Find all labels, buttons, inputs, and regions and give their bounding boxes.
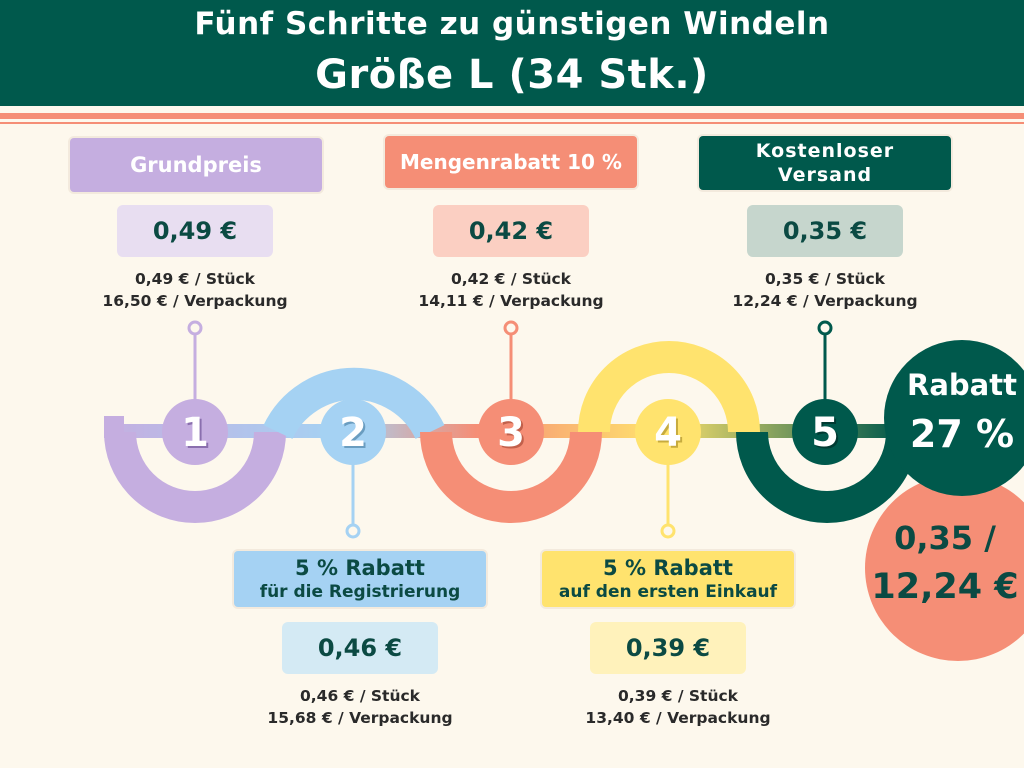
step-3-per-piece: 0,42 € / Stück: [451, 270, 571, 288]
step-1-details: 0,49 € / Stück 16,50 € / Verpackung: [80, 268, 310, 312]
step-2-details: 0,46 € / Stück 15,68 € / Verpackung: [240, 685, 480, 729]
step-number-3: 3: [497, 410, 525, 456]
step-2-label-line1: 5 % Rabatt: [295, 556, 425, 580]
step-2-label-line2: für die Registrierung: [259, 582, 461, 602]
discount-label: Rabatt: [907, 368, 1017, 402]
arc-3: [420, 431, 602, 523]
step-4-label-line2: auf den ersten Einkauf: [558, 582, 778, 602]
arc-5: [736, 431, 918, 523]
step-5-details: 0,35 € / Stück 12,24 € / Verpackung: [710, 268, 940, 312]
step-5-per-pack: 12,24 € / Verpackung: [732, 292, 918, 310]
step-number-4-shadow: 4: [656, 412, 684, 458]
step-number-2-shadow: 2: [341, 412, 369, 458]
step-2-label: 5 % Rabatt für die Registrierung: [234, 551, 486, 607]
step-circle-2: [320, 399, 386, 465]
page-subtitle: Größe L (34 Stk.): [315, 52, 709, 98]
header-banner: [0, 0, 1024, 106]
arc-4: [578, 341, 760, 433]
step-4-label: 5 % Rabatt auf den ersten Einkauf: [542, 551, 794, 607]
step-circle-5: [792, 399, 858, 465]
step-2-per-pack: 15,68 € / Verpackung: [267, 709, 453, 727]
step-5-label-line1: Kostenloser: [755, 140, 895, 162]
connector-dot: [660, 523, 676, 539]
discount-value: 27 %: [909, 412, 1015, 456]
arc-1: [104, 431, 286, 523]
step-number-2: 2: [339, 410, 367, 456]
step-3-label: Mengenrabatt 10 %: [385, 136, 637, 188]
step-2-price: 0,46 €: [282, 622, 438, 674]
step-number-1-shadow: 1: [183, 412, 211, 458]
step-circle-1: [162, 399, 228, 465]
step-number-5: 5: [811, 410, 839, 456]
discount-circle: [884, 340, 1024, 496]
page-title: Fünf Schritte zu günstigen Windeln: [194, 6, 830, 42]
final-price-piece: 0,35 /: [894, 519, 996, 557]
step-5-label: Kostenloser Versand: [699, 136, 951, 190]
step-4-per-pack: 13,40 € / Verpackung: [585, 709, 771, 727]
step-5-price: 0,35 €: [747, 205, 903, 257]
step-3-price: 0,42 €: [433, 205, 589, 257]
step-3-label-text: Mengenrabatt 10 %: [400, 150, 622, 174]
connector-dot: [345, 523, 361, 539]
step-4-label-line1: 5 % Rabatt: [603, 556, 733, 580]
step-number-3-shadow: 3: [499, 412, 527, 458]
step-1-per-piece: 0,49 € / Stück: [135, 270, 255, 288]
step-number-5-shadow: 5: [813, 412, 841, 458]
step-3-per-pack: 14,11 € / Verpackung: [418, 292, 604, 310]
arc-2: [263, 367, 445, 440]
step-number-4: 4: [654, 410, 682, 456]
connector-dot: [187, 320, 203, 336]
step-5-per-piece: 0,35 € / Stück: [765, 270, 885, 288]
step-1-price: 0,49 €: [117, 205, 273, 257]
divider-stripe-thin: [0, 122, 1024, 124]
final-price-circle: [865, 475, 1024, 661]
step-1-per-pack: 16,50 € / Verpackung: [102, 292, 288, 310]
step-4-price: 0,39 €: [590, 622, 746, 674]
step-5-label-line2: Versand: [777, 164, 873, 186]
step-1-label-text: Grundpreis: [130, 153, 262, 177]
step-4-details: 0,39 € / Stück 13,40 € / Verpackung: [558, 685, 798, 729]
step-1-label: Grundpreis: [70, 138, 322, 192]
step-circle-4: [635, 399, 701, 465]
step-circle-3: [478, 399, 544, 465]
step-number-1: 1: [181, 410, 209, 456]
step-4-per-piece: 0,39 € / Stück: [618, 687, 738, 705]
divider-stripe: [0, 113, 1024, 119]
final-price-pack: 12,24 €: [871, 567, 1019, 607]
step-2-per-piece: 0,46 € / Stück: [300, 687, 420, 705]
step-3-details: 0,42 € / Stück 14,11 € / Verpackung: [396, 268, 626, 312]
connector-dot: [503, 320, 519, 336]
connector-dot: [817, 320, 833, 336]
